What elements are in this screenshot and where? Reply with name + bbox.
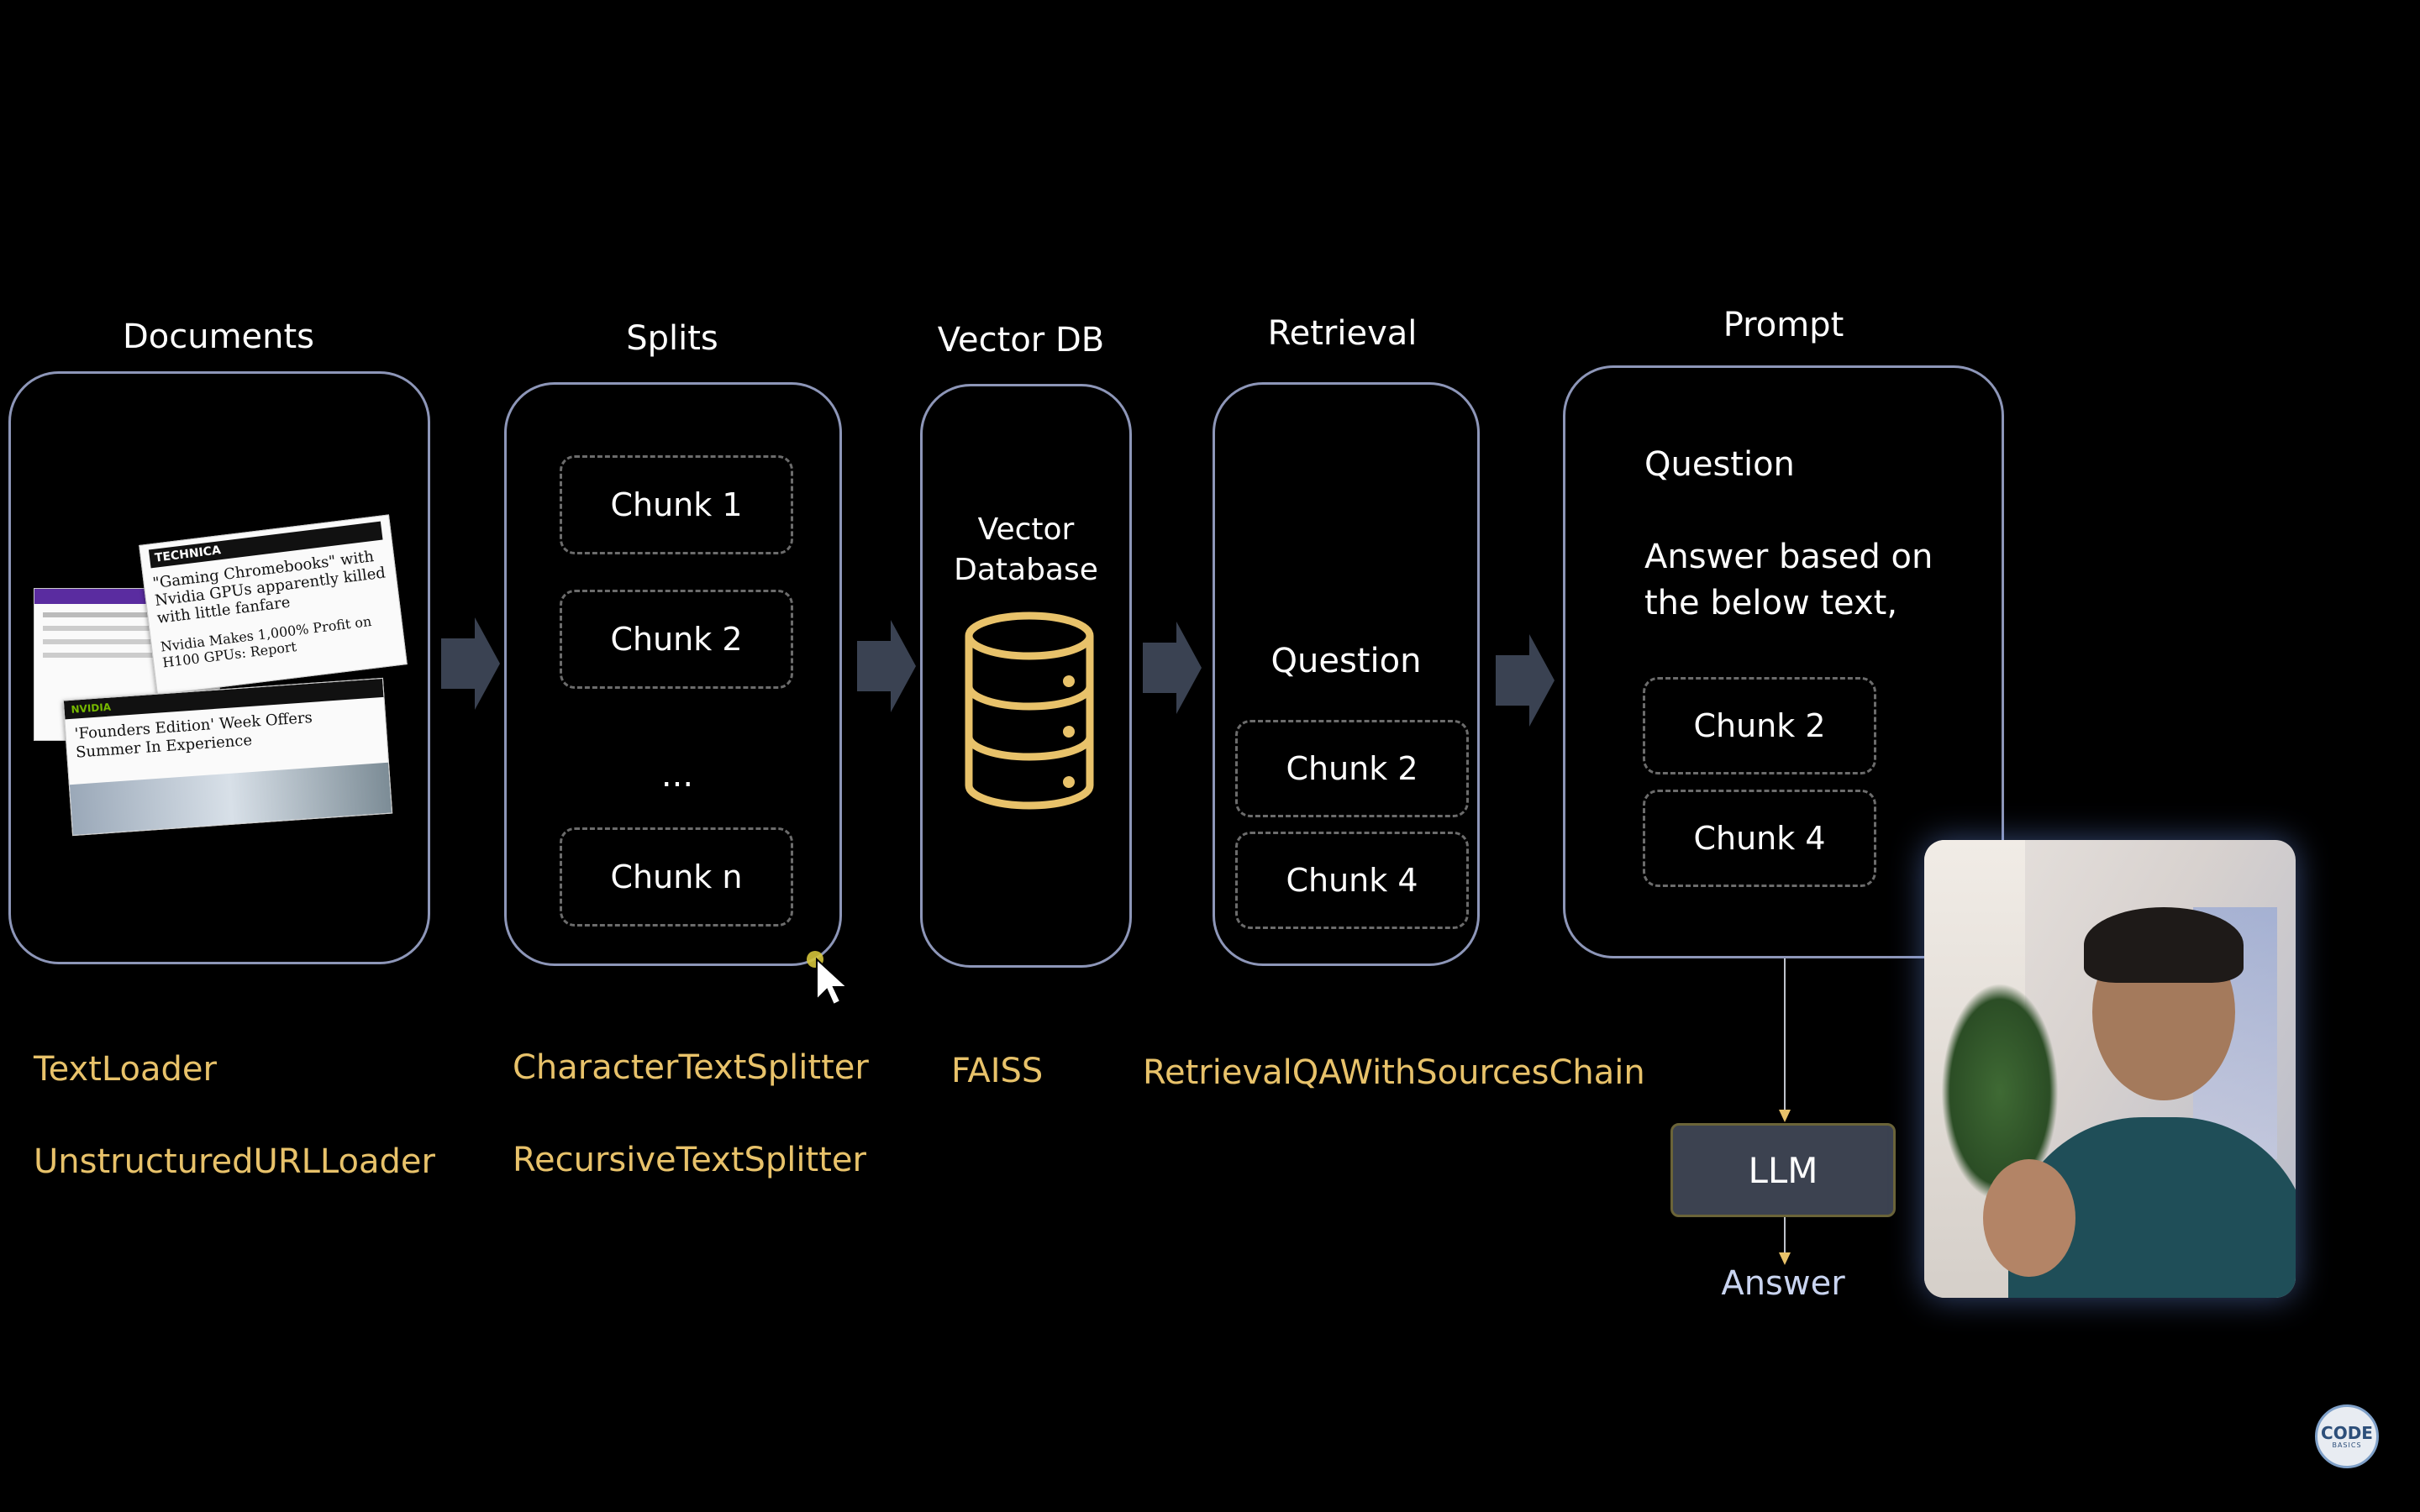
prompt-question: Question <box>1644 445 1795 484</box>
arrow-right-icon <box>1496 634 1555 727</box>
prompt-instruction: Answer based on <box>1644 538 1933 576</box>
prompt-title: Prompt <box>1723 306 1844 344</box>
llm-box: LLM <box>1670 1123 1896 1217</box>
answer-label: Answer <box>1721 1264 1845 1303</box>
database-icon <box>965 612 1094 810</box>
vector-db-label: Vector <box>977 512 1075 547</box>
retrieval-question: Question <box>1270 642 1422 680</box>
presenter-webcam-video <box>1924 840 2296 1298</box>
documents-thumbnail: TECHNICA "Gaming Chromebooks" with Nvidi… <box>29 512 416 837</box>
prompt-chunk: Chunk 4 <box>1643 790 1876 887</box>
tool-label-charactertextsplitter: CharacterTextSplitter <box>513 1048 869 1087</box>
tool-label-textloader: TextLoader <box>34 1050 217 1089</box>
article-card-bottom: NVIDIA 'Founders Edition' Week Offers Su… <box>62 677 393 837</box>
tool-label-unstructuredurlloader: UnstructuredURLLoader <box>34 1142 435 1181</box>
article-source: TECHNICA <box>154 543 222 565</box>
vector-db-panel <box>920 384 1132 968</box>
arrow-right-icon <box>857 620 916 712</box>
codebasics-logo: CODE BASICS <box>2315 1404 2379 1468</box>
tool-label-recursivetextsplitter: RecursiveTextSplitter <box>513 1141 866 1179</box>
splits-ellipsis: ... <box>660 756 694 795</box>
arrow-right-icon <box>441 617 500 710</box>
tool-label-retrievalqa: RetrievalQAWithSourcesChain <box>1143 1053 1645 1092</box>
article-source: NVIDIA <box>71 701 112 716</box>
retrieval-chunk: Chunk 4 <box>1235 832 1469 929</box>
prompt-instruction: the below text, <box>1644 584 1898 622</box>
splits-chunk: Chunk n <box>560 827 793 927</box>
retrieval-title: Retrieval <box>1267 314 1418 353</box>
logo-subtext: BASICS <box>2332 1441 2362 1449</box>
llm-label: LLM <box>1748 1149 1818 1191</box>
prompt-panel <box>1563 365 2004 958</box>
mouse-cursor-icon <box>807 951 849 1006</box>
prompt-chunk: Chunk 2 <box>1643 677 1876 774</box>
tool-label-faiss: FAISS <box>951 1052 1044 1090</box>
retrieval-chunk: Chunk 2 <box>1235 720 1469 817</box>
splits-title: Splits <box>626 319 718 358</box>
splits-chunk: Chunk 2 <box>560 590 793 689</box>
logo-text: CODE <box>2321 1422 2373 1443</box>
splits-chunk: Chunk 1 <box>560 455 793 554</box>
article-card-top: TECHNICA "Gaming Chromebooks" with Nvidi… <box>139 514 408 696</box>
splits-panel <box>504 382 842 966</box>
arrow-right-icon <box>1143 622 1202 714</box>
vector-db-title: Vector DB <box>937 321 1105 360</box>
vector-db-label: Database <box>954 553 1098 587</box>
documents-panel <box>8 371 430 964</box>
connector-arrow <box>1779 958 1791 1265</box>
documents-title: Documents <box>122 318 315 356</box>
retrieval-panel <box>1213 382 1480 966</box>
